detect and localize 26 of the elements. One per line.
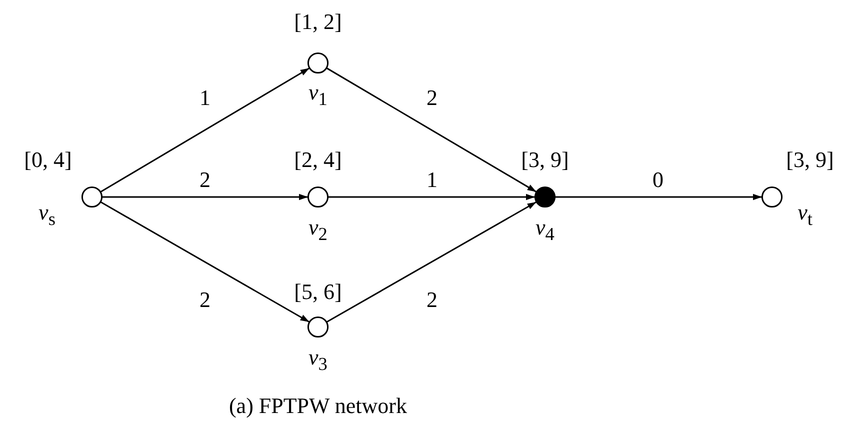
node-name: v$_{2}$ — [308, 216, 328, 244]
interval-label: [1, 2] — [294, 11, 342, 33]
filled-node-circle — [534, 186, 556, 208]
arrow — [326, 201, 537, 323]
node-circle — [307, 186, 329, 208]
arrow — [555, 194, 762, 200]
node-circle — [761, 186, 783, 208]
node-name: v$_{s}$ — [38, 202, 56, 228]
interval-label: [3, 9] — [786, 149, 834, 171]
arrow — [100, 201, 310, 323]
arrow — [326, 67, 537, 193]
interval-label: [3, 9] — [521, 149, 569, 171]
node-circle — [81, 186, 103, 208]
interval-label: [2, 4] — [294, 149, 342, 171]
arrow — [102, 194, 308, 200]
interval-label: [0, 4] — [24, 149, 72, 171]
arrow — [100, 67, 310, 193]
node-name: v$_{3}$ — [308, 346, 328, 374]
node-name: v$_{t}$ — [798, 202, 812, 228]
node-circle — [307, 52, 329, 74]
arrow — [328, 194, 535, 200]
interval-label: [5, 6] — [294, 281, 342, 303]
node-name: v$_{1}$ — [308, 82, 328, 108]
node-circle — [307, 316, 329, 338]
caption: (a) FPTPW network — [228, 395, 408, 417]
node-name: v$_{4}$ — [536, 216, 554, 244]
